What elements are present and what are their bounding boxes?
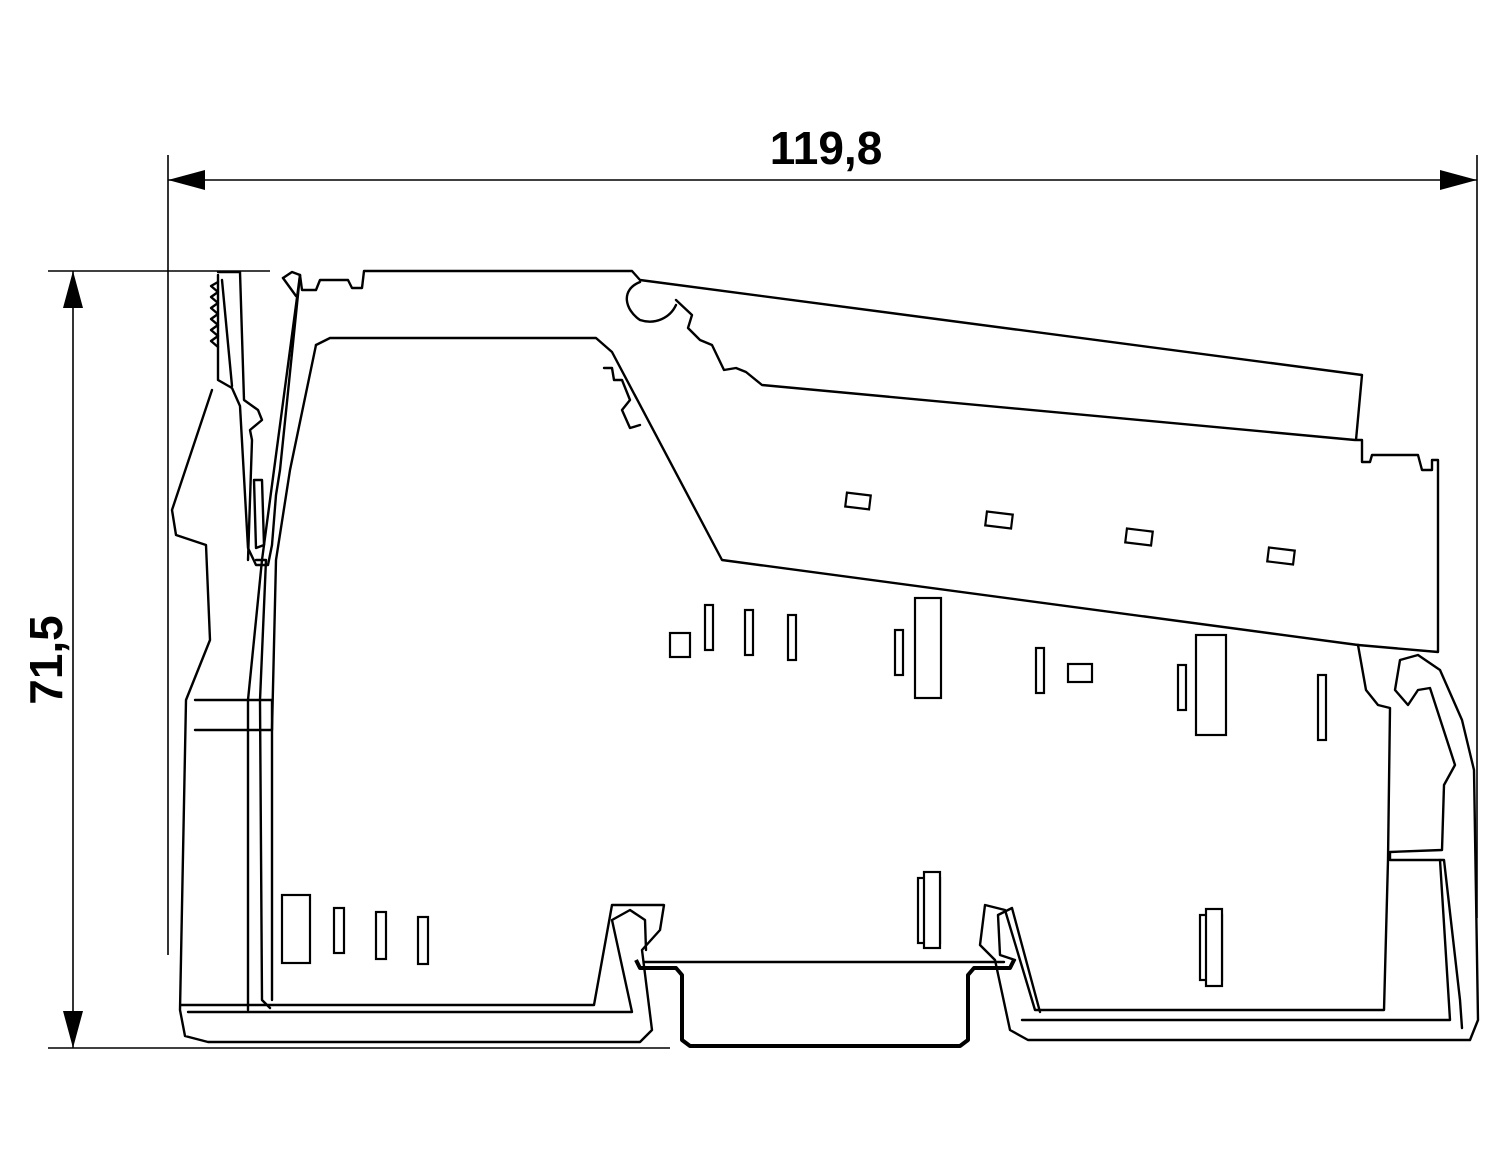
label-slot-1 — [844, 491, 872, 511]
component-12 — [280, 893, 312, 965]
component-6 — [913, 596, 943, 700]
component-7 — [1034, 646, 1046, 695]
component-15 — [416, 915, 430, 966]
label-slot-4 — [1266, 546, 1296, 566]
housing-right-inner — [996, 858, 1452, 1022]
cover-front-edge — [314, 336, 1360, 647]
component-13 — [332, 906, 346, 955]
housing-left-wall — [246, 273, 302, 1012]
component-10 — [1194, 633, 1228, 737]
height-arrow-bottom — [63, 1011, 83, 1048]
housing-right-outer — [978, 643, 1480, 1042]
width-label: 119,8 — [770, 122, 883, 174]
din-rail — [634, 959, 1016, 1048]
component-9 — [1176, 663, 1188, 712]
width-arrow-right — [1440, 170, 1477, 190]
height-arrow-top — [63, 271, 83, 308]
housing-inner-wall — [270, 343, 318, 1002]
component-1 — [668, 631, 692, 659]
label-slot-3 — [1124, 527, 1154, 547]
component-2 — [703, 603, 715, 652]
latch-serrations — [209, 280, 220, 349]
component-14 — [374, 910, 388, 961]
component-5 — [893, 628, 905, 677]
housing — [170, 269, 1480, 1044]
cover-hinge — [625, 280, 1357, 442]
internal-features — [280, 491, 1328, 988]
component-3 — [743, 608, 755, 657]
height-label: 71,5 — [20, 615, 72, 705]
connector-1-inner — [922, 870, 942, 950]
width-dimension: 119,8 — [167, 122, 1478, 955]
cover-snap — [602, 366, 642, 430]
component-8 — [1066, 662, 1094, 684]
latch-spring — [216, 273, 302, 567]
component-11 — [1316, 673, 1328, 742]
component-4 — [786, 613, 798, 662]
connector-2-inner — [1204, 907, 1224, 988]
width-arrow-left — [168, 170, 205, 190]
housing-left-outer — [170, 270, 666, 1044]
housing-top — [281, 269, 1440, 654]
housing-left-inner — [186, 698, 648, 1014]
label-slot-2 — [984, 510, 1014, 530]
height-dimension: 71,5 — [20, 270, 670, 1049]
